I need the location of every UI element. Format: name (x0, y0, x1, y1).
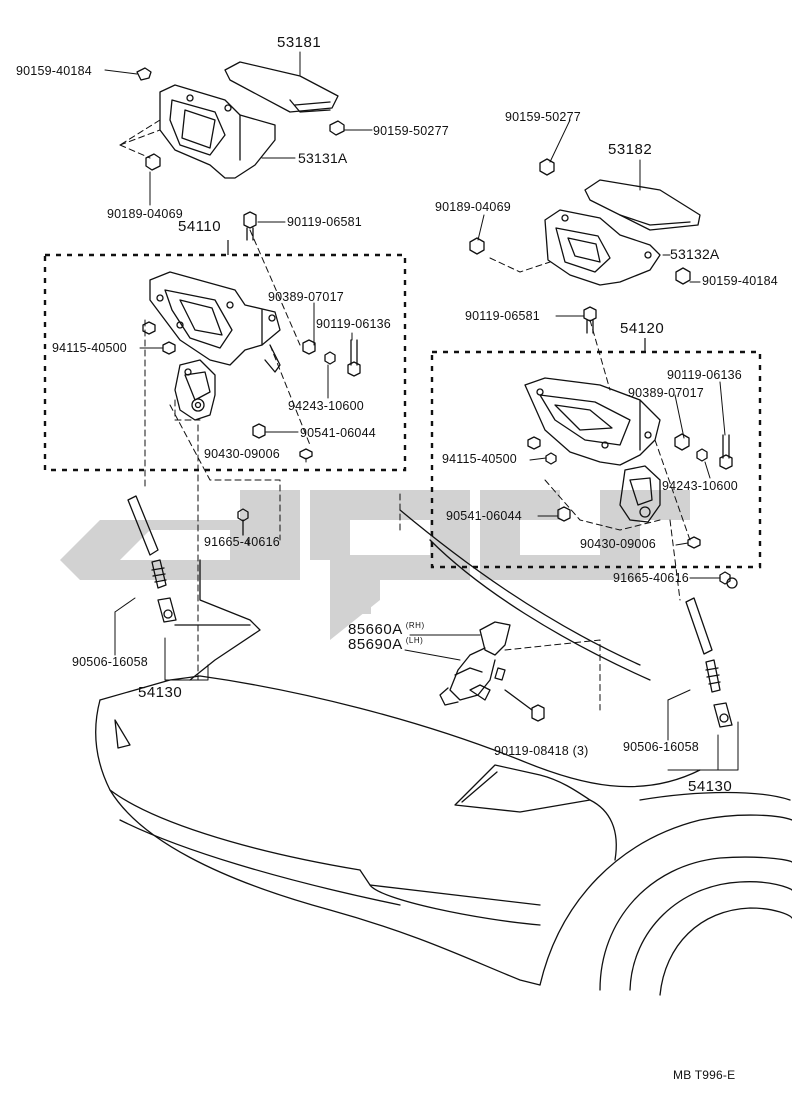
label-85690a: 85690A(LH) (348, 636, 423, 653)
label-91665-40616-left: 91665-40616 (204, 535, 280, 549)
label-54130-right: 54130 (688, 778, 733, 795)
fasteners-top-right (469, 158, 691, 334)
label-90389-07017-left: 90389-07017 (268, 290, 344, 304)
cover-53182 (584, 179, 701, 231)
fastener-switch (504, 689, 545, 722)
label-90159-40184-right: 90159-40184 (702, 274, 778, 288)
label-90189-04069-left: 90189-04069 (107, 207, 183, 221)
footer-diagram-code: MB T996-E (673, 1068, 736, 1082)
headlamp-motor-assembly-left (149, 271, 281, 421)
bracket-53131a (159, 84, 276, 179)
headlamp-retractor-switch (439, 621, 511, 706)
label-94243-10600-right: 94243-10600 (662, 479, 738, 493)
label-85690a-side: (LH) (405, 636, 424, 645)
fasteners-left-assembly (142, 321, 361, 536)
label-54120: 54120 (620, 320, 665, 337)
label-90541-06044-right: 90541-06044 (446, 509, 522, 523)
fasteners-right-assembly (527, 433, 738, 589)
group-boxes (43, 253, 762, 569)
leader-lines (104, 51, 739, 771)
headlamp-motor-assembly-right (524, 377, 661, 523)
watermark-logo (60, 490, 690, 640)
adjuster-rod-right (685, 597, 733, 728)
label-90119-06581-left: 90119-06581 (287, 215, 362, 229)
label-53181: 53181 (277, 34, 322, 51)
label-90159-50277-left: 90159-50277 (373, 124, 449, 138)
label-90119-08418: 90119-08418 (3) (494, 744, 589, 758)
label-90119-06136-left: 90119-06136 (316, 317, 391, 331)
label-90389-07017-right: 90389-07017 (628, 386, 704, 400)
cover-53181 (224, 61, 339, 113)
label-94115-40500-left: 94115-40500 (52, 341, 127, 355)
label-85660a-side: (RH) (405, 621, 425, 630)
label-91665-40616-right: 91665-40616 (613, 571, 689, 585)
adjuster-rod-left (127, 495, 177, 623)
label-90541-06044-left: 90541-06044 (300, 426, 376, 440)
group-box-54120 (430, 350, 762, 569)
car-body-outline (95, 509, 792, 996)
label-90119-06136-right: 90119-06136 (667, 368, 742, 382)
label-94243-10600-left: 94243-10600 (288, 399, 364, 413)
bracket-53132a (544, 209, 661, 286)
label-90159-40184-top: 90159-40184 (16, 64, 92, 78)
label-90430-09006-left: 90430-09006 (204, 447, 280, 461)
label-53182: 53182 (608, 141, 653, 158)
label-85660a-number: 85660A (348, 621, 403, 638)
group-box-54110 (43, 253, 407, 472)
label-54130-left: 54130 (138, 684, 183, 701)
label-90430-09006-right: 90430-09006 (580, 537, 656, 551)
label-90119-06581-right: 90119-06581 (465, 309, 540, 323)
label-90506-16058-right: 90506-16058 (623, 740, 699, 754)
label-85660a: 85660A(RH) (348, 621, 425, 638)
label-90159-50277-right: 90159-50277 (505, 110, 581, 124)
dashed-reference-lines (119, 119, 691, 711)
label-94115-40500-right: 94115-40500 (442, 452, 517, 466)
label-54110: 54110 (178, 218, 222, 235)
label-90189-04069-right: 90189-04069 (435, 200, 511, 214)
label-53131a: 53131A (298, 150, 348, 166)
label-53132a: 53132A (670, 246, 720, 262)
group-box-callouts (227, 240, 646, 352)
label-85690a-number: 85690A (348, 636, 403, 653)
label-90506-16058-left: 90506-16058 (72, 655, 148, 669)
fasteners-top-left (136, 67, 345, 241)
